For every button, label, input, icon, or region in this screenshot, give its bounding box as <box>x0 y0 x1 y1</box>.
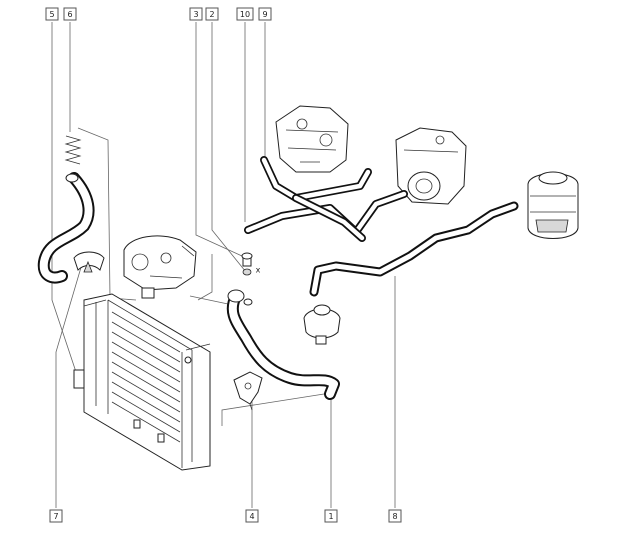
bracket-4 <box>233 371 263 411</box>
leader-5 <box>51 22 77 373</box>
callout-7: 7 <box>49 509 63 523</box>
hose-10 <box>244 190 408 242</box>
radiator <box>73 293 211 471</box>
bleed-screw: x <box>241 252 261 276</box>
callout-6: 6 <box>63 7 77 21</box>
svg-text:2: 2 <box>209 10 214 19</box>
clip-7 <box>73 251 105 273</box>
expansion-tank <box>527 171 579 239</box>
valve-component <box>303 304 341 345</box>
svg-text:5: 5 <box>49 10 54 19</box>
callout-3: 3 <box>189 7 203 21</box>
radiator-drain-tap <box>73 369 85 389</box>
heater-unit <box>395 127 467 205</box>
hose-8 <box>309 201 519 297</box>
svg-text:9: 9 <box>262 10 267 19</box>
callout-2: 2 <box>205 7 219 21</box>
hose-5 <box>37 172 95 284</box>
callout-8: 8 <box>388 509 402 523</box>
callout-4: 4 <box>245 509 259 523</box>
leader-3 <box>195 22 243 257</box>
callout-10: 10 <box>236 7 254 21</box>
svg-text:4: 4 <box>249 512 254 521</box>
radiator-fins <box>111 311 181 443</box>
svg-text:8: 8 <box>392 512 397 521</box>
svg-text:7: 7 <box>53 512 58 521</box>
hose-1 <box>226 289 340 400</box>
svg-text:6: 6 <box>67 10 72 19</box>
svg-text:10: 10 <box>240 10 250 19</box>
leader-2 <box>211 22 247 273</box>
leader-lines <box>51 22 396 508</box>
spring-6 <box>64 135 82 165</box>
callout-5: 5 <box>45 7 59 21</box>
svg-text:3: 3 <box>193 10 198 19</box>
engine-block <box>275 105 349 173</box>
leader-7 <box>55 263 83 508</box>
callout-1: 1 <box>324 509 338 523</box>
thermostat-housing <box>123 235 197 299</box>
bleed-screw-mark: x <box>256 266 261 275</box>
callout-9: 9 <box>258 7 272 21</box>
svg-text:1: 1 <box>328 512 333 521</box>
